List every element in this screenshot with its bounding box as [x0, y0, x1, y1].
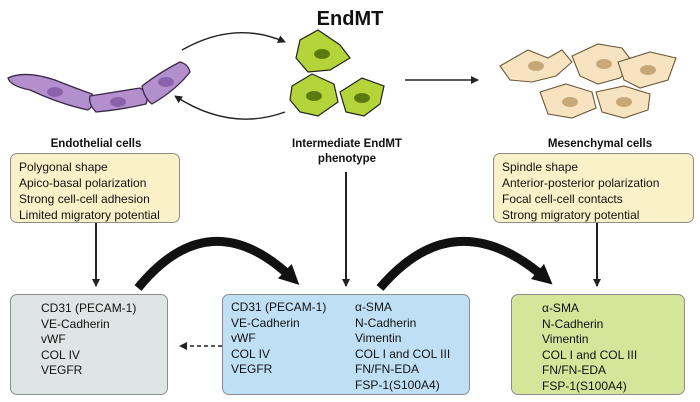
marker-item: COL IV	[231, 346, 270, 361]
endothelial-markers-box: CD31 (PECAM-1) VE-Cadherin vWF COL IV VE…	[10, 294, 168, 395]
marker-item: COL IV	[41, 347, 80, 362]
feature-item: Polygonal shape	[19, 160, 108, 174]
feature-item: Limited migratory potential	[19, 208, 160, 222]
marker-item: FSP-1(S100A4)	[542, 378, 627, 393]
feature-item: Strong migratory potential	[502, 208, 640, 222]
endothelial-cells-illustration	[7, 61, 191, 113]
intermediate-label-line2: phenotype	[317, 153, 377, 165]
marker-item: VEGFR	[231, 362, 273, 376]
marker-item: Vimentin	[355, 331, 402, 345]
mesenchymal-markers-box: α-SMA N-Cadherin Vimentin COL I and COL …	[511, 294, 685, 395]
marker-item: VEGFR	[41, 363, 83, 377]
marker-item: CD31 (PECAM-1)	[41, 301, 137, 315]
marker-item: COL I and COL III	[542, 347, 638, 362]
marker-item: VE-Cadherin	[41, 316, 110, 331]
mesenchymal-features-box: Spindle shape Anterior-posterior polariz…	[493, 153, 694, 223]
marker-item: α-SMA	[355, 300, 392, 314]
forward-transition-arrow	[181, 32, 286, 51]
feature-item: Strong cell-cell adhesion	[19, 192, 150, 206]
mesenchymal-stage-label: Mesenchymal cells	[547, 138, 653, 150]
feature-item: Spindle shape	[502, 160, 579, 174]
marker-item: vWF	[41, 332, 66, 346]
feature-item: Anterior-posterior polarization	[502, 176, 660, 190]
big-curve-arrow-left	[134, 236, 300, 291]
intermediate-markers-left: CD31 (PECAM-1) VE-Cadherin vWF COL IV VE…	[231, 300, 326, 378]
intermediate-label-line1: Intermediate EndMT	[292, 138, 402, 150]
marker-item: N-Cadherin	[355, 315, 417, 330]
intermediate-markers-right: α-SMA N-Cadherin Vimentin COL I and COL …	[355, 300, 450, 393]
feature-item: Focal cell-cell contacts	[502, 192, 623, 206]
mesenchymal-cells-illustration	[499, 43, 677, 119]
marker-item: CD31 (PECAM-1)	[231, 300, 327, 314]
marker-item: COL I and COL III	[355, 346, 451, 361]
big-curve-arrow-right	[376, 236, 553, 291]
intermediate-cells-illustration	[289, 29, 385, 117]
intermediate-stage-label: Intermediate EndMT phenotype	[262, 137, 432, 167]
diagram-title: EndMT	[316, 8, 384, 30]
marker-item: N-Cadherin	[542, 316, 604, 331]
marker-item: α-SMA	[542, 301, 579, 315]
marker-item: VE-Cadherin	[231, 315, 300, 330]
endothelial-features-box: Polygonal shape Apico-basal polarization…	[10, 153, 180, 223]
feature-item: Apico-basal polarization	[19, 176, 147, 190]
intermediate-markers-box: CD31 (PECAM-1) VE-Cadherin vWF COL IV VE…	[222, 294, 470, 395]
reverse-transition-arrow	[174, 95, 286, 120]
endothelial-stage-label: Endothelial cells	[50, 138, 142, 150]
marker-item: FN/FN-EDA	[542, 363, 606, 377]
marker-item: FN/FN-EDA	[355, 362, 419, 376]
marker-item: vWF	[231, 331, 256, 345]
marker-item: Vimentin	[542, 332, 589, 346]
marker-item: FSP-1(S100A4)	[355, 377, 440, 392]
